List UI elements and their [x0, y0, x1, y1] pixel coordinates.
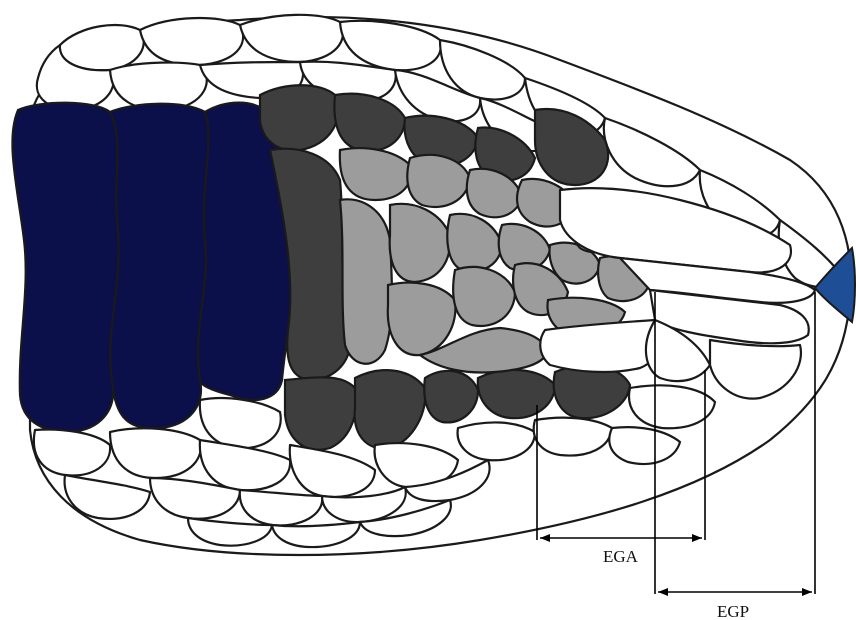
ega-label: EGA: [603, 547, 639, 566]
egp-label: EGP: [717, 602, 749, 620]
navy-scale-band: [12, 103, 291, 432]
